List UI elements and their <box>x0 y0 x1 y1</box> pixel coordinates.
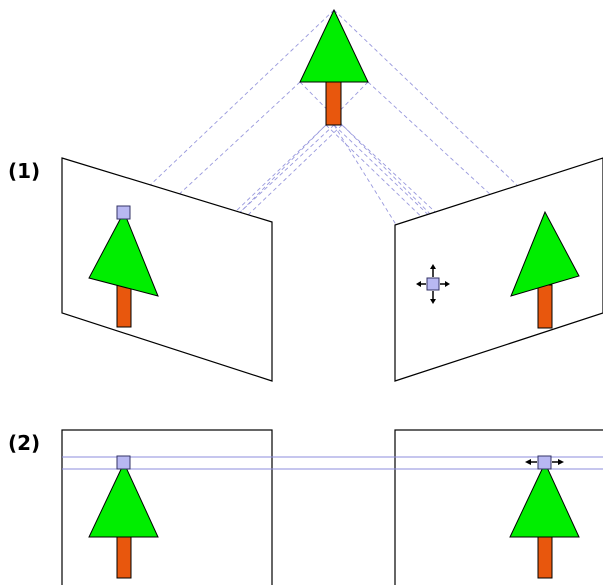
arrowhead <box>430 299 436 304</box>
tree-icon <box>88 461 159 538</box>
tree-trunk <box>537 536 553 579</box>
right-image-plane <box>394 157 603 382</box>
tree-icon <box>299 8 369 83</box>
four-way-arrow-icon[interactable] <box>416 264 450 304</box>
rectified-right-tree <box>509 455 580 579</box>
tree-icon <box>88 210 159 297</box>
square-marker-icon[interactable] <box>426 277 440 291</box>
tree-icon <box>510 210 580 297</box>
source-tree <box>299 8 369 126</box>
epipolar-lines <box>62 456 603 470</box>
left-plane-outline <box>61 429 273 585</box>
rectified-left-tree <box>88 455 159 579</box>
arrowhead <box>558 459 564 465</box>
ray <box>123 9 335 211</box>
rectified-right-plane <box>394 429 603 585</box>
left-plane-outline <box>61 157 273 382</box>
square-marker-icon[interactable] <box>537 455 552 470</box>
tree-trunk <box>116 536 132 579</box>
left-image-plane <box>61 157 273 382</box>
rectified-left-plane <box>61 429 273 585</box>
tree-trunk <box>537 284 553 329</box>
arrowhead <box>416 281 421 287</box>
arrowhead <box>525 459 531 465</box>
tree-trunk <box>116 282 132 328</box>
arrowhead <box>445 281 450 287</box>
arrowhead <box>430 264 436 269</box>
square-marker-icon <box>116 455 131 470</box>
panel-1-label: (1) <box>8 159 40 183</box>
right-plane-outline <box>394 429 603 585</box>
square-marker-icon <box>116 205 131 220</box>
two-way-horizontal-arrow-icon[interactable] <box>525 455 564 470</box>
ray <box>333 9 546 213</box>
panel-2-label: (2) <box>8 431 40 455</box>
tree-trunk <box>325 81 342 126</box>
tree-icon <box>509 461 580 538</box>
